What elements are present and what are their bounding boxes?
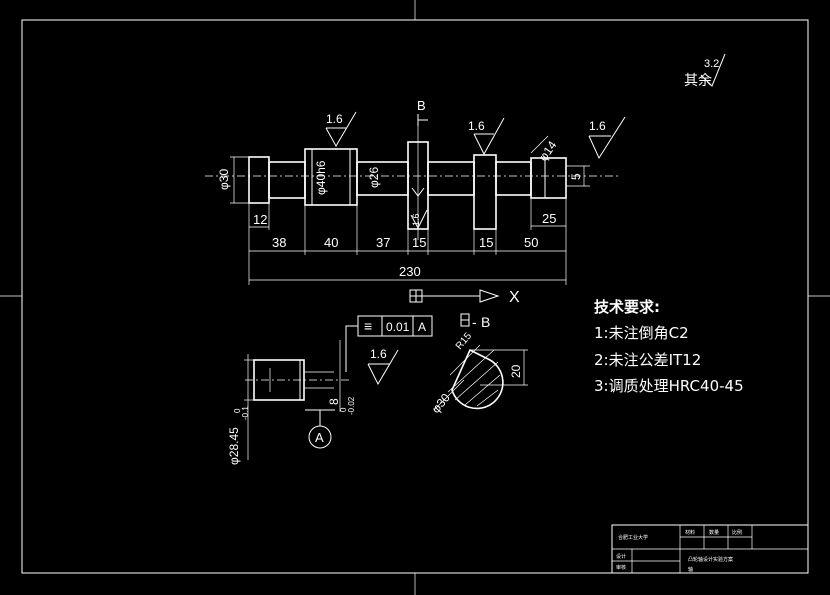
svg-text:φ28.45: φ28.45 — [227, 427, 241, 465]
svg-text:审核: 审核 — [616, 564, 626, 571]
svg-text:≡: ≡ — [364, 318, 372, 334]
svg-text:0: 0 — [339, 407, 348, 412]
svg-text:15: 15 — [479, 235, 493, 250]
dimension-texts: φ30 φ40h6 φ26 φ14 5 12 25 15 15 38 40 37… — [217, 138, 583, 279]
svg-text:1.6: 1.6 — [468, 119, 485, 133]
svg-text:1.6: 1.6 — [370, 347, 387, 361]
tolerance-frame: ≡ 0.01 A 1.6 — [345, 315, 433, 386]
svg-text:比例: 比例 — [732, 529, 742, 536]
svg-text:A: A — [418, 320, 426, 334]
keyway-detail-view: φ28.45 0 -0.1 8 0 -0.02 A — [227, 340, 356, 465]
coordinate-axis: X — [409, 289, 520, 306]
dimension-lines — [230, 135, 590, 285]
svg-text:15: 15 — [412, 235, 426, 250]
svg-text:-: - — [472, 314, 477, 330]
svg-text:合肥工业大学: 合肥工业大学 — [618, 534, 648, 541]
svg-text:轴: 轴 — [688, 566, 693, 573]
svg-text:R15: R15 — [454, 330, 475, 351]
tech-requirement-3: 3:调质处理HRC40-45 — [594, 377, 744, 395]
shaft-outline — [248, 141, 567, 230]
svg-text:37: 37 — [376, 235, 390, 250]
svg-text:230: 230 — [399, 264, 421, 279]
svg-text:其余: 其余 — [684, 72, 712, 88]
svg-text:40: 40 — [324, 235, 338, 250]
title-block: 合肥工业大学 材料 数量 比例 设计 审核 凸轮轴设计实验方案 轴 — [611, 524, 809, 574]
svg-text:φ30: φ30 — [217, 169, 231, 190]
svg-text:凸轮轴设计实验方案: 凸轮轴设计实验方案 — [688, 556, 733, 563]
svg-text:φ40h6: φ40h6 — [314, 160, 328, 195]
svg-text:-0.02: -0.02 — [347, 396, 356, 415]
roughness-symbols: 1.6 1.6 1.6 1.6 — [325, 111, 626, 230]
svg-text:材料: 材料 — [685, 529, 695, 536]
section-b-b-view: - B 20 φ30 R15 — [429, 313, 528, 416]
svg-text:1.6: 1.6 — [411, 213, 421, 226]
svg-text:3.2: 3.2 — [704, 58, 719, 70]
svg-text:1.6: 1.6 — [589, 119, 606, 133]
svg-text:5: 5 — [569, 173, 583, 180]
general-roughness: 3.2 其余 — [684, 53, 726, 88]
svg-text:50: 50 — [524, 235, 538, 250]
svg-text:φ14: φ14 — [536, 138, 560, 164]
svg-text:设计: 设计 — [616, 553, 626, 560]
svg-text:8: 8 — [327, 398, 341, 405]
section-marker-b: B — [411, 98, 428, 240]
svg-text:1.6: 1.6 — [326, 112, 343, 126]
svg-text:B: B — [481, 314, 490, 330]
svg-text:12: 12 — [253, 212, 267, 227]
tech-requirement-2: 2:未注公差IT12 — [594, 351, 702, 369]
svg-text:0.01: 0.01 — [386, 320, 410, 334]
svg-text:25: 25 — [542, 211, 556, 226]
svg-text:X: X — [509, 289, 520, 306]
svg-text:20: 20 — [509, 364, 523, 378]
svg-text:A: A — [315, 430, 324, 445]
svg-text:B: B — [417, 98, 426, 113]
tech-requirement-1: 1:未注倒角C2 — [594, 324, 689, 342]
drawing-frame — [21, 19, 809, 574]
tech-requirements-title: 技术要求: — [594, 298, 660, 316]
svg-text:-0.1: -0.1 — [241, 406, 250, 420]
svg-text:φ26: φ26 — [367, 167, 381, 188]
svg-text:38: 38 — [272, 235, 286, 250]
svg-text:0: 0 — [233, 408, 242, 413]
svg-text:数量: 数量 — [709, 529, 719, 536]
